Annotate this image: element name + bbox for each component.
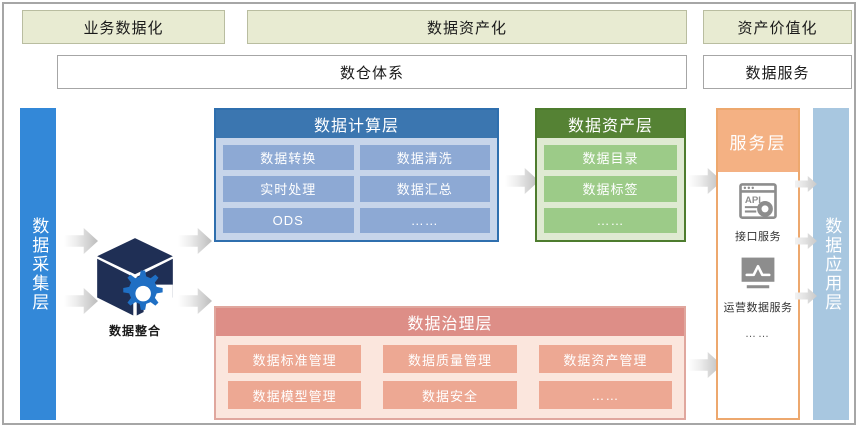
compute-cell-data-cleaning[interactable]: 数据清洗: [359, 145, 490, 171]
service-item-label: 接口服务: [735, 231, 781, 243]
panel-body-compute: 数据转换 数据清洗 实时处理 数据汇总 ODS ……: [216, 138, 497, 240]
govern-cell-more[interactable]: ……: [538, 381, 672, 409]
panel-title-service: 服务层: [718, 110, 798, 172]
compute-cell-data-aggregation[interactable]: 数据汇总: [359, 176, 490, 202]
service-item-operations-data[interactable]: 运营数据服务: [724, 255, 793, 316]
header-subbar-data-service: 数据服务: [703, 55, 852, 89]
govern-cell-data-model-mgmt[interactable]: 数据模型管理: [228, 381, 362, 409]
sidebar-apply-label: 数据应用层: [822, 216, 842, 312]
sidebar-collect-label: 数据采集层: [29, 216, 49, 312]
panel-body-govern: 数据标准管理 数据质量管理 数据资产管理 数据模型管理 数据安全 ……: [216, 336, 684, 418]
panel-data-compute-layer: 数据计算层 数据转换 数据清洗 实时处理 数据汇总 ODS ……: [214, 108, 499, 242]
compute-cell-data-transform[interactable]: 数据转换: [223, 145, 354, 171]
cube-gear-icon: [92, 233, 178, 319]
panel-data-governance-layer: 数据治理层 数据标准管理 数据质量管理 数据资产管理 数据模型管理 数据安全 ……: [214, 306, 686, 420]
govern-cell-data-asset-mgmt[interactable]: 数据资产管理: [538, 345, 672, 373]
header-chip-asset-valuation: 资产价值化: [703, 10, 852, 44]
header-chip-label: 资产价值化: [737, 19, 818, 37]
panel-service-layer: 服务层 API: [716, 108, 800, 420]
panel-body-service: API 接口服务: [718, 172, 798, 418]
sidebar-data-collection-layer: 数据采集层: [20, 108, 56, 420]
sidebar-data-application-layer: 数据应用层: [813, 108, 849, 420]
svg-text:API: API: [745, 195, 761, 206]
panel-body-asset: 数据目录 数据标签 ……: [537, 138, 684, 240]
header-chip-business-datafication: 业务数据化: [22, 10, 225, 44]
asset-cell-data-catalog[interactable]: 数据目录: [544, 145, 677, 171]
panel-title-asset: 数据资产层: [537, 110, 684, 138]
panel-title-govern: 数据治理层: [216, 308, 684, 336]
header-chip-label: 数据资产化: [426, 19, 507, 37]
service-item-api[interactable]: API 接口服务: [735, 180, 781, 245]
service-more-dots: ……: [745, 327, 771, 340]
header-chip-data-assetization: 数据资产化: [247, 10, 687, 44]
header-subbar-label: 数据服务: [745, 64, 810, 82]
compute-cell-ods[interactable]: ODS: [223, 207, 354, 233]
diagram-border: [2, 2, 856, 425]
api-window-icon: API: [737, 180, 779, 227]
asset-cell-data-tag[interactable]: 数据标签: [544, 176, 677, 202]
compute-cell-realtime-processing[interactable]: 实时处理: [223, 176, 354, 202]
govern-cell-data-standard-mgmt[interactable]: 数据标准管理: [228, 345, 362, 373]
govern-cell-data-security[interactable]: 数据安全: [383, 381, 517, 409]
service-item-label: 运营数据服务: [723, 301, 793, 314]
chart-monitor-icon: [737, 255, 779, 298]
header-subbar-label: 数仓体系: [339, 64, 404, 82]
compute-cell-more[interactable]: ……: [359, 207, 490, 233]
asset-cell-more[interactable]: ……: [544, 207, 677, 233]
integration-label: 数据整合: [108, 324, 161, 338]
panel-title-compute: 数据计算层: [216, 110, 497, 138]
govern-cell-data-quality-mgmt[interactable]: 数据质量管理: [383, 345, 517, 373]
header-subbar-warehouse-system: 数仓体系: [57, 55, 687, 89]
panel-data-asset-layer: 数据资产层 数据目录 数据标签 ……: [535, 108, 686, 242]
header-chip-label: 业务数据化: [83, 19, 164, 37]
